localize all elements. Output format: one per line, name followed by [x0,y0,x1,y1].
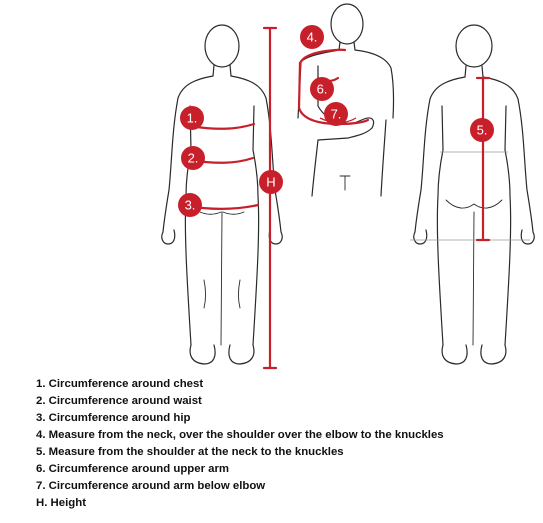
marker-h: H [259,170,283,194]
marker-1: 1. [180,106,204,130]
measurement-diagram: 1. 2. 3. H 4. 6. 7. 5. [161,3,535,370]
legend-item-hip: 3. Circumference around hip [36,412,191,424]
marker-5-label: 5. [477,123,488,138]
legend-item-neck-to-knuckles: 4. Measure from the neck, over the shoul… [36,429,444,441]
marker-h-label: H [266,175,275,190]
marker-1-label: 1. [187,111,198,126]
legend-item-height: H. Height [36,497,86,509]
marker-4-label: 4. [307,30,318,45]
back-figure [410,24,535,365]
marker-3-label: 3. [185,198,196,213]
height-line [262,26,278,370]
marker-2: 2. [181,146,205,170]
marker-7-label: 7. [331,107,342,122]
legend-item-below-elbow: 7. Circumference around arm below elbow [36,480,266,492]
marker-6: 6. [310,77,334,101]
marker-6-label: 6. [317,82,328,97]
marker-7: 7. [324,102,348,126]
marker-2-label: 2. [188,151,199,166]
legend-item-shoulder-to-knuckles: 5. Measure from the shoulder at the neck… [36,446,344,458]
marker-4: 4. [300,25,324,49]
legend-item-upper-arm: 6. Circumference around upper arm [36,463,230,475]
measurement-legend: 1. Circumference around chest 2. Circumf… [36,376,536,512]
legend-item-waist: 2. Circumference around waist [36,395,202,407]
marker-5: 5. [470,118,494,142]
marker-3: 3. [178,193,202,217]
front-figure [161,24,283,365]
legend-item-chest: 1. Circumference around chest [36,378,204,390]
